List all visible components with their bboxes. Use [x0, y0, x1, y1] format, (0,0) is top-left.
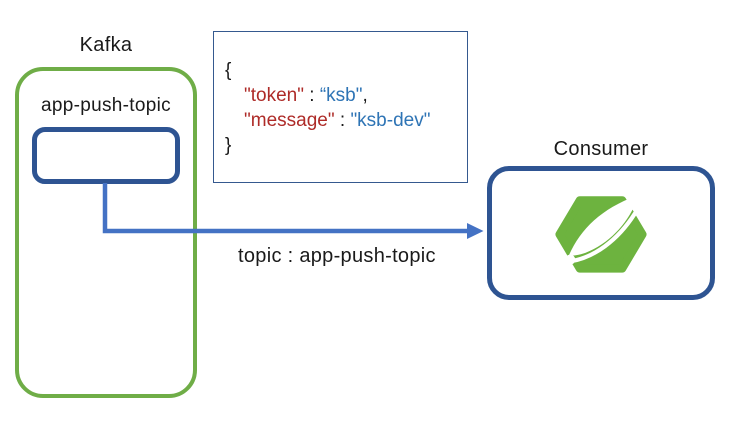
json-colon: : — [303, 85, 320, 106]
json-key-token: "token" — [244, 85, 304, 106]
kafka-title: Kafka — [79, 34, 133, 56]
consumer-box — [487, 166, 715, 300]
json-comma: , — [362, 85, 368, 106]
json-close-brace: } — [225, 135, 232, 156]
json-open-brace: { — [225, 60, 232, 81]
json-message-box: { "token" : “ksb", "message" : "ksb-dev"… — [213, 31, 468, 183]
kafka-topic-name-label: app-push-topic — [41, 95, 171, 116]
json-value-token: “ksb" — [319, 85, 363, 106]
arrow-topic-label: topic : app-push-topic — [238, 245, 436, 267]
json-colon: : — [334, 110, 351, 131]
topic-queue-shape — [32, 127, 180, 184]
spring-leaf-icon — [555, 194, 647, 273]
json-key-message: "message" — [244, 110, 335, 131]
json-line-token: "token" : “ksb", — [225, 83, 467, 108]
json-value-message: "ksb-dev" — [350, 110, 431, 131]
json-line-message: "message" : "ksb-dev" — [225, 108, 467, 133]
consumer-title: Consumer — [553, 138, 649, 160]
